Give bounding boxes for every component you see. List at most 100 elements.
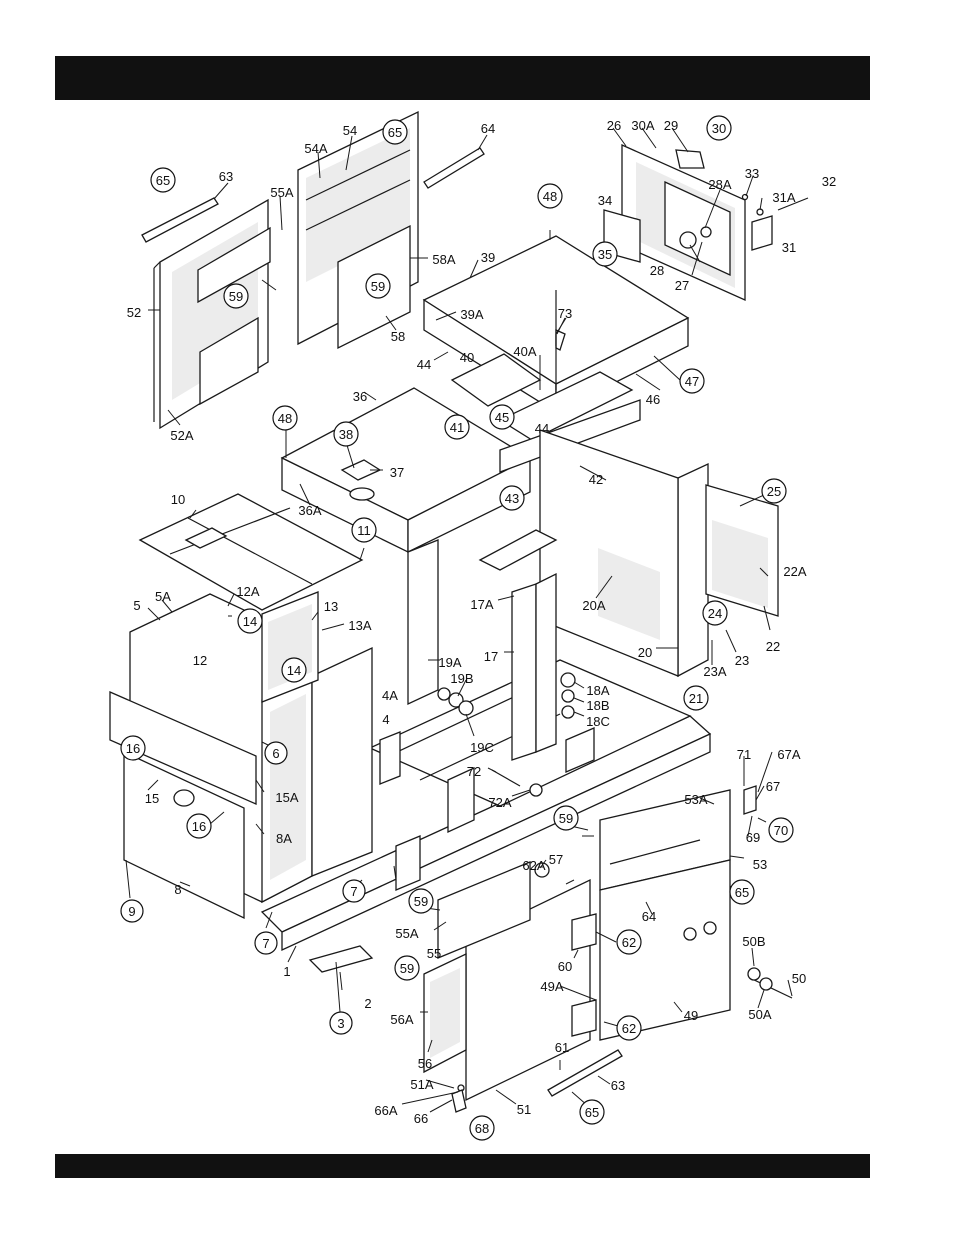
leader-lines bbox=[125, 127, 771, 1013]
part-label-55A: 55A bbox=[270, 185, 293, 200]
part-label-50A: 50A bbox=[748, 1007, 771, 1022]
callout-circle bbox=[761, 478, 787, 504]
callout-label: 65 bbox=[735, 885, 749, 900]
part-label-28: 28 bbox=[650, 263, 664, 278]
part-label-13A: 13A bbox=[348, 618, 371, 633]
part-label-37: 37 bbox=[390, 465, 404, 480]
part-label-30A: 30A bbox=[631, 118, 654, 133]
part-label-18B: 18B bbox=[586, 698, 609, 713]
part-label-64: 64 bbox=[481, 121, 495, 136]
part-label-19B: 19B bbox=[450, 671, 473, 686]
callout-label: 59 bbox=[559, 811, 573, 826]
callout-16: 16 bbox=[120, 735, 146, 761]
callout-45: 45 bbox=[489, 404, 515, 430]
callout-label: 24 bbox=[708, 606, 722, 621]
callout-35: 35 bbox=[592, 241, 618, 267]
callout-circle bbox=[394, 955, 420, 981]
panel-55 bbox=[437, 861, 531, 959]
channel-44 bbox=[498, 371, 634, 441]
part-label-19C: 19C bbox=[470, 740, 494, 755]
callout-48: 48 bbox=[272, 405, 298, 431]
part-label-55: 55 bbox=[427, 946, 441, 961]
callout-65: 65 bbox=[579, 1099, 605, 1125]
callout-7: 7 bbox=[254, 931, 278, 955]
louver-10 bbox=[138, 493, 364, 611]
part-label-51A: 51A bbox=[410, 1077, 433, 1092]
callout-62: 62 bbox=[616, 1015, 642, 1041]
part-label-72: 72 bbox=[467, 764, 481, 779]
part-label-54: 54 bbox=[343, 123, 357, 138]
part-label-46: 46 bbox=[646, 392, 660, 407]
callout-59: 59 bbox=[223, 283, 249, 309]
panel-26 bbox=[603, 143, 809, 302]
callout-label: 62 bbox=[622, 1021, 636, 1036]
part-label-72A: 72A bbox=[488, 795, 511, 810]
callout-label: 43 bbox=[505, 491, 519, 506]
part-label-32: 32 bbox=[822, 174, 836, 189]
part-label-67: 67 bbox=[766, 779, 780, 794]
part-label-2: 2 bbox=[364, 996, 371, 1011]
callout-circle bbox=[329, 1011, 353, 1035]
part-label-73: 73 bbox=[558, 306, 572, 321]
callout-label: 14 bbox=[243, 614, 257, 629]
callout-circle bbox=[579, 1099, 605, 1125]
callout-24: 24 bbox=[702, 600, 728, 626]
part-label-39: 39 bbox=[481, 250, 495, 265]
header-bar bbox=[55, 56, 870, 100]
callout-68: 68 bbox=[469, 1115, 495, 1141]
callout-59: 59 bbox=[394, 955, 420, 981]
callout-circle bbox=[683, 685, 709, 711]
part-label-44: 44 bbox=[535, 421, 549, 436]
part-label-51: 51 bbox=[517, 1102, 531, 1117]
callout-9: 9 bbox=[120, 899, 144, 923]
callout-circle bbox=[537, 183, 563, 209]
callout-label: 21 bbox=[689, 691, 703, 706]
part-label-53A: 53A bbox=[684, 792, 707, 807]
callout-62: 62 bbox=[616, 929, 642, 955]
callout-14: 14 bbox=[281, 657, 307, 683]
part-label-26: 26 bbox=[607, 118, 621, 133]
part-label-27: 27 bbox=[675, 278, 689, 293]
part-label-8: 8 bbox=[174, 882, 181, 897]
callout-label: 70 bbox=[774, 823, 788, 838]
column-17 bbox=[478, 529, 558, 761]
part-label-56: 56 bbox=[418, 1056, 432, 1071]
part-label-13: 13 bbox=[324, 599, 338, 614]
part-label-54A: 54A bbox=[304, 141, 327, 156]
part-label-52A: 52A bbox=[170, 428, 193, 443]
callout-label: 59 bbox=[400, 961, 414, 976]
callout-label: 6 bbox=[272, 746, 279, 761]
hardware bbox=[437, 334, 793, 1113]
part-label-52: 52 bbox=[127, 305, 141, 320]
part-label-42: 42 bbox=[589, 472, 603, 487]
part-label-56A: 56A bbox=[390, 1012, 413, 1027]
part-label-53: 53 bbox=[753, 857, 767, 872]
callout-circle bbox=[499, 485, 525, 511]
part-label-71: 71 bbox=[737, 747, 751, 762]
callout-11: 11 bbox=[351, 517, 377, 543]
callout-circle bbox=[469, 1115, 495, 1141]
callout-circle bbox=[186, 813, 212, 839]
part-label-28A: 28A bbox=[708, 177, 731, 192]
part-label-49A: 49A bbox=[540, 979, 563, 994]
callout-label: 41 bbox=[450, 420, 464, 435]
part-label-63: 63 bbox=[219, 169, 233, 184]
part-label-17A: 17A bbox=[470, 597, 493, 612]
callout-65: 65 bbox=[382, 119, 408, 145]
part-label-4: 4 bbox=[382, 712, 389, 727]
panel-56a bbox=[430, 968, 460, 1058]
callout-label: 9 bbox=[128, 904, 135, 919]
callout-label: 16 bbox=[126, 741, 140, 756]
callout-label: 7 bbox=[350, 884, 357, 899]
part-label-29: 29 bbox=[664, 118, 678, 133]
callout-circle bbox=[702, 600, 728, 626]
callout-21: 21 bbox=[683, 685, 709, 711]
part-label-66: 66 bbox=[414, 1111, 428, 1126]
crossmember-42 bbox=[499, 399, 641, 473]
part-label-60: 60 bbox=[558, 959, 572, 974]
part-label-8A: 8A bbox=[276, 831, 292, 846]
part-label-36A: 36A bbox=[298, 503, 321, 518]
callout-65: 65 bbox=[150, 167, 176, 193]
callout-16: 16 bbox=[186, 813, 212, 839]
